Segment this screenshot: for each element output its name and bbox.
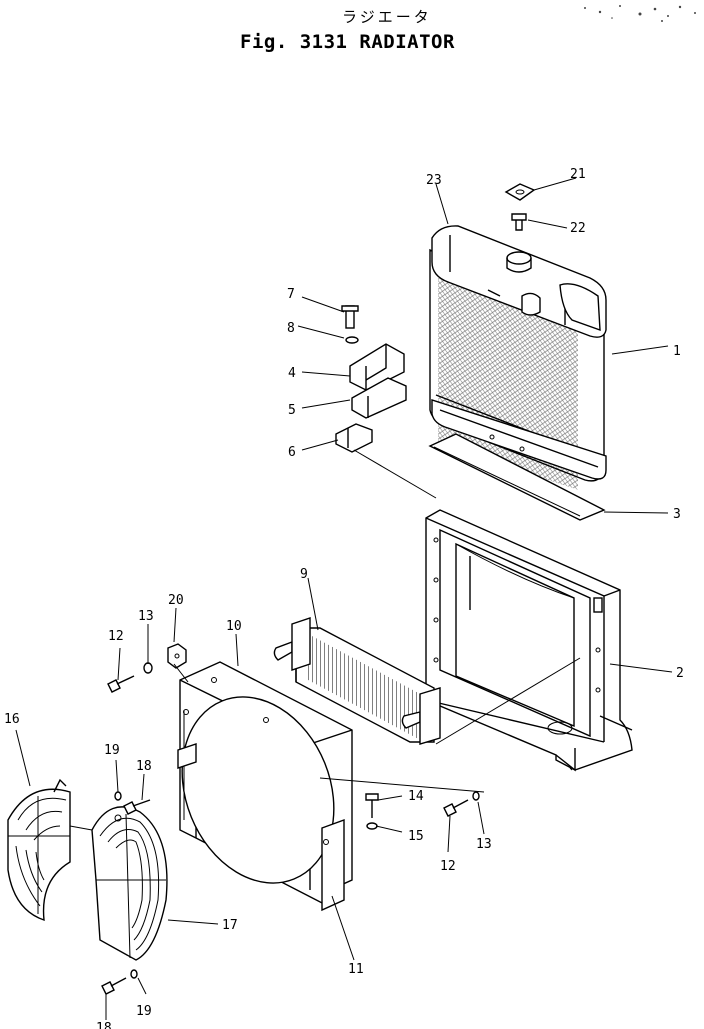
callout-9: 9 <box>300 567 308 582</box>
callout-8: 8 <box>287 321 295 336</box>
callout-1: 1 <box>673 344 681 359</box>
callout-4: 4 <box>288 366 296 381</box>
fan-guard-left <box>7 778 71 922</box>
callout-15: 15 <box>408 829 424 844</box>
callout-19-upper: 19 <box>104 743 120 758</box>
fan-guard-right <box>69 806 168 961</box>
brackets <box>335 305 437 499</box>
callout-17: 17 <box>222 918 238 933</box>
callout-20: 20 <box>168 593 184 608</box>
callout-10: 10 <box>226 619 242 634</box>
radiator-core <box>429 225 607 490</box>
callout-14: 14 <box>408 789 424 804</box>
callout-12-right: 12 <box>440 859 456 874</box>
figure-title: Fig. 3131 RADIATOR <box>240 31 455 53</box>
seal-strip <box>428 433 606 521</box>
callout-18-lower: 18 <box>96 1021 112 1029</box>
leader-lines <box>15 177 673 1020</box>
callout-18-upper: 18 <box>136 759 152 774</box>
figure-title-japanese: ラジエータ <box>342 8 432 26</box>
callout-13-right: 13 <box>476 837 492 852</box>
callout-5: 5 <box>288 403 296 418</box>
callout-22: 22 <box>570 221 586 236</box>
callout-23: 23 <box>426 173 442 188</box>
callout-11: 11 <box>348 962 364 977</box>
callout-7: 7 <box>287 287 295 302</box>
callout-13-top: 13 <box>138 609 154 624</box>
fasteners <box>101 183 536 995</box>
scan-noise <box>584 5 696 22</box>
callout-3: 3 <box>673 507 681 522</box>
callout-16: 16 <box>4 712 20 727</box>
callout-21: 21 <box>570 167 586 182</box>
assembly-lines <box>173 657 581 793</box>
callout-6: 6 <box>288 445 296 460</box>
cooler-core <box>273 617 441 745</box>
callout-12-top: 12 <box>108 629 124 644</box>
callout-19-lower: 19 <box>136 1004 152 1019</box>
callout-2: 2 <box>676 666 684 681</box>
fan-shroud <box>167 643 353 912</box>
callout-numbers: 1 2 3 4 5 6 7 8 9 10 11 12 12 13 13 14 1… <box>4 167 684 1029</box>
radiator-frame <box>425 509 633 772</box>
